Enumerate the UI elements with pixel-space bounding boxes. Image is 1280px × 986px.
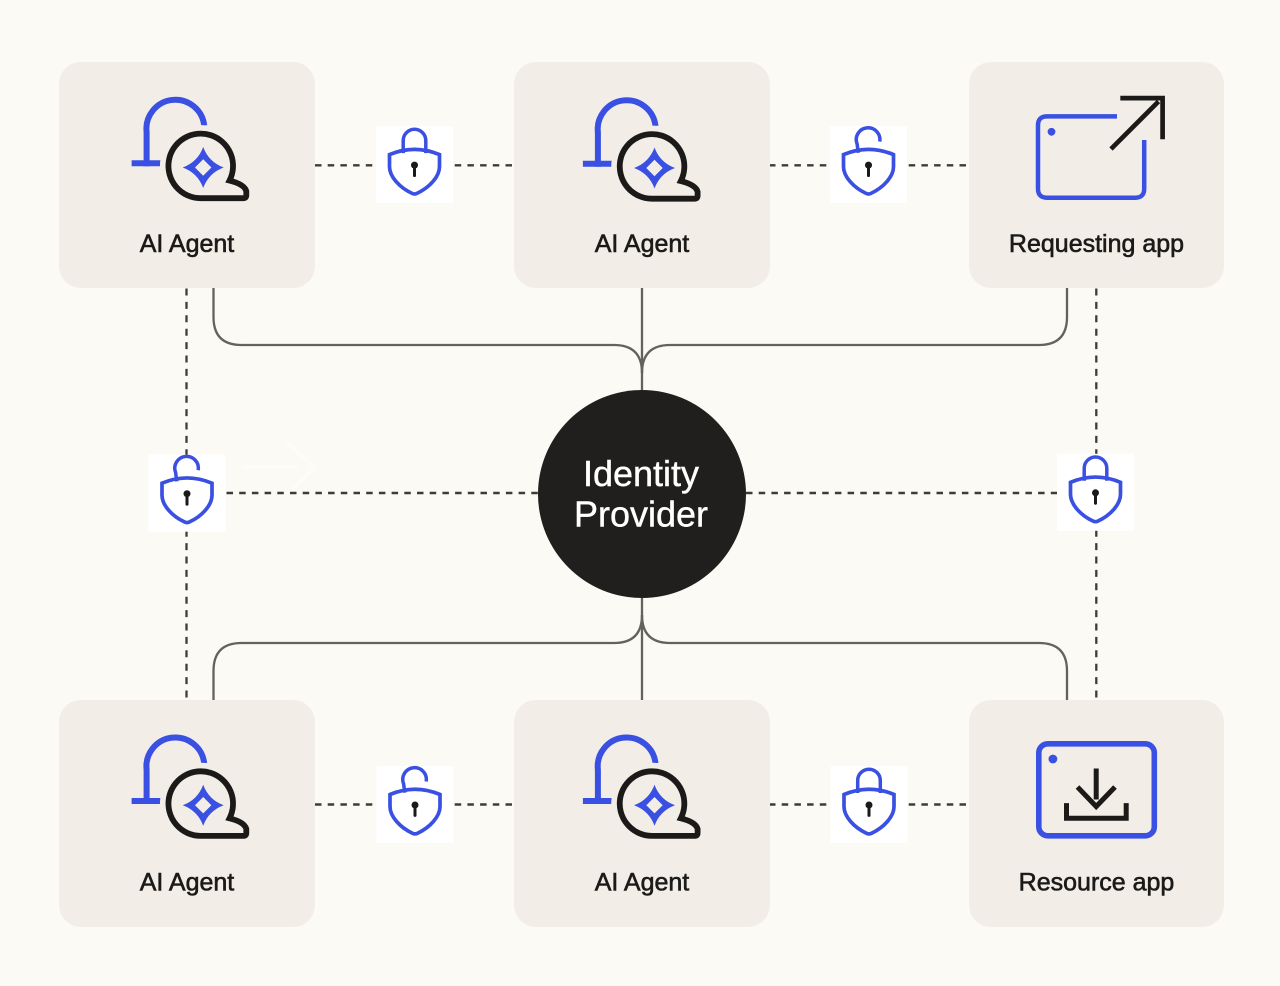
svg-text:AI Agent: AI Agent [140,230,235,258]
svg-text:AI Agent: AI Agent [140,869,235,897]
svg-text:Resource app: Resource app [1019,869,1175,897]
svg-text:AI Agent: AI Agent [595,869,690,897]
svg-text:Identity: Identity [583,453,699,494]
svg-text:Provider: Provider [574,494,708,535]
svg-text:Requesting app: Requesting app [1009,230,1184,258]
svg-text:AI Agent: AI Agent [595,230,690,258]
